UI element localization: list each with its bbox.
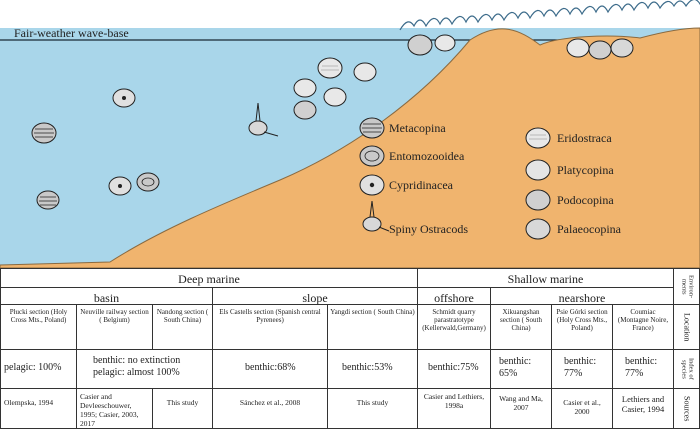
legend-item-eridostraca: Eridostraca xyxy=(525,127,612,149)
eridostraca-shell xyxy=(353,62,377,82)
entomozooidea-shell xyxy=(136,172,160,192)
loc-nearshore: nearshore xyxy=(490,287,674,305)
seafloor xyxy=(0,27,700,268)
legend-label: Palaeocopina xyxy=(557,222,622,236)
legend-item-spiny-ostracods: Spiny Ostracods xyxy=(362,200,468,236)
index-value: benthic: no extinction xyxy=(93,355,181,366)
section-yangdi: Yangdi section ( South China) xyxy=(327,304,418,350)
source-plucki: Olempska, 1994 xyxy=(0,388,77,429)
section-psie-gorki: Psie Górki section (Holy Cross Mts., Pol… xyxy=(551,304,613,350)
source-xikuangshan: Wang and Ma, 2007 xyxy=(490,388,552,429)
source-psie-gorki: Casier et al., 2000 xyxy=(551,388,613,429)
fossil-shells xyxy=(31,34,634,210)
spiny-ostracod-shell xyxy=(248,102,279,137)
legend-label: Eridostraca xyxy=(557,131,612,145)
legend-label: Entomozooidea xyxy=(389,149,465,163)
source-els-castells: Sánchez et al., 2008 xyxy=(212,388,328,429)
legend-label: Platycopina xyxy=(557,163,614,177)
section-els-castells: Els Castells section (Spanish central Py… xyxy=(212,304,328,350)
loc-offshore: offshore xyxy=(417,287,491,305)
palaeocopina-shell xyxy=(610,38,634,58)
metacopina-shell xyxy=(31,122,57,144)
data-table: Deep marine Shallow marine basin slope o… xyxy=(0,268,700,429)
section-neuville: Neuville railway section ( Belgium) xyxy=(76,304,153,350)
index-neuville-nandong: benthic: no extinction pelagic: almost 1… xyxy=(76,349,213,389)
env-shallow-marine: Shallow marine xyxy=(417,268,674,288)
legend: Metacopina Entomozooidea Cypridinacea Sp… xyxy=(359,117,622,240)
legend-item-platycopina: Platycopina xyxy=(525,159,614,181)
legend-item-metacopina: Metacopina xyxy=(359,117,446,139)
source-schmidt: Casier and Lethiers, 1998a xyxy=(417,388,491,429)
index-yangdi: benthic:53% xyxy=(327,349,418,389)
index-value: benthic:68% xyxy=(245,362,296,373)
source-coumiac: Lethiers and Casier, 1994 xyxy=(612,388,674,429)
legend-label: Metacopina xyxy=(389,121,446,135)
side-label-index: Index of species xyxy=(673,349,700,389)
podocopina-shell xyxy=(588,40,612,60)
legend-item-cypridinacea: Cypridinacea xyxy=(359,174,454,196)
index-value: benthic: xyxy=(564,356,597,367)
index-schmidt: benthic:75% xyxy=(417,349,491,389)
eridostraca-shell xyxy=(293,78,317,98)
legend-item-podocopina: Podocopina xyxy=(525,189,614,211)
env-deep-marine: Deep marine xyxy=(0,268,418,288)
source-yangdi: This study xyxy=(327,388,418,429)
index-els-castells: benthic:68% xyxy=(212,349,328,389)
eridostraca-shell xyxy=(566,38,590,58)
sky xyxy=(0,0,700,30)
legend-label: Podocopina xyxy=(557,193,614,207)
loc-basin: basin xyxy=(0,287,213,305)
index-value: 77% xyxy=(564,368,583,379)
side-label-sources: Sources xyxy=(673,388,700,429)
legend-item-entomozooidea: Entomozooidea xyxy=(359,145,465,167)
index-value: benthic:75% xyxy=(428,362,479,373)
index-value: pelagic: 100% xyxy=(4,362,62,373)
section-coumiac: Coumiac (Montagne Noire, France) xyxy=(612,304,674,350)
index-coumiac: benthic: 77% xyxy=(612,349,674,389)
metacopina-shell xyxy=(36,190,60,210)
source-neuville: Casier and Devleeschouwer, 1995; Casier,… xyxy=(76,388,153,429)
eridostraca-shell xyxy=(434,34,456,52)
index-value: benthic: xyxy=(625,356,658,367)
eridostraca-shell xyxy=(317,57,343,79)
index-value: 77% xyxy=(625,368,644,379)
legend-item-palaeocopina: Palaeocopina xyxy=(525,218,622,240)
index-value: pelagic: almost 100% xyxy=(93,367,180,378)
wave-base-label: Fair-weather wave-base xyxy=(14,26,129,40)
podocopina-shell xyxy=(407,34,433,56)
legend-label: Cypridinacea xyxy=(389,178,454,192)
source-nandong: This study xyxy=(152,388,213,429)
index-xikuangshan: benthic: 65% xyxy=(490,349,552,389)
index-value: benthic:53% xyxy=(342,362,393,373)
depositional-diagram: Fair-weather wave-base Metacopina Entomo… xyxy=(0,0,700,268)
section-xikuangshan: Xikuangshan section ( South China) xyxy=(490,304,552,350)
section-plucki: Płucki section (Holy Cross Mts., Poland) xyxy=(0,304,77,350)
index-plucki: pelagic: 100% xyxy=(0,349,77,389)
section-schmidt: Schmidt quarry parastratotype (Kellerwal… xyxy=(417,304,491,350)
side-label-environments: Environ-ments xyxy=(673,268,700,305)
index-value: benthic: xyxy=(499,356,532,367)
side-label-location: Location xyxy=(673,304,700,350)
index-psie-gorki: benthic: 77% xyxy=(551,349,613,389)
legend-label: Spiny Ostracods xyxy=(389,222,468,236)
wave-crests xyxy=(399,0,700,31)
loc-slope: slope xyxy=(212,287,418,305)
cypridinacea-shell xyxy=(108,176,132,196)
cypridinacea-shell xyxy=(112,88,136,108)
eridostraca-shell xyxy=(323,87,347,107)
section-nandong: Nandong section ( South China) xyxy=(152,304,213,350)
podocopina-shell xyxy=(293,100,317,120)
index-value: 65% xyxy=(499,368,518,379)
